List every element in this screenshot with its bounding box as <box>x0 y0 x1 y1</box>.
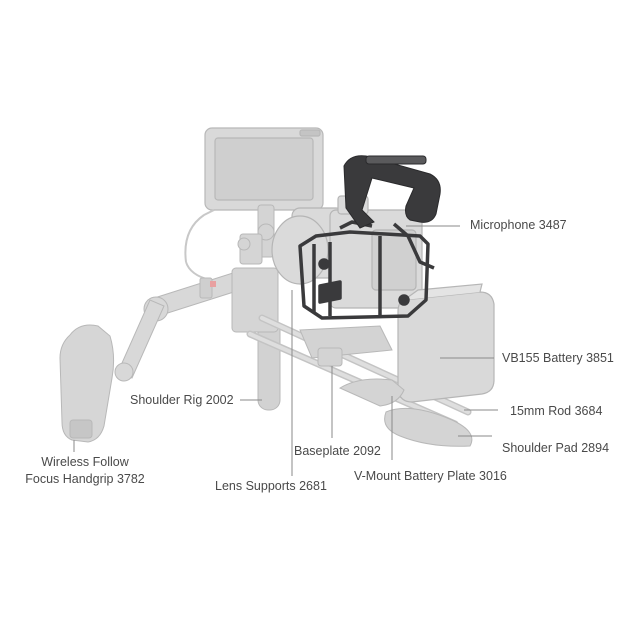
monitor <box>184 127 324 281</box>
callout-vb155-battery: VB155 Battery 3851 <box>502 351 614 365</box>
callout-handgrip-line2: Focus Handgrip 3782 <box>25 472 145 486</box>
camera-body <box>271 195 423 309</box>
vb155-battery <box>397 283 495 403</box>
callout-lens-supports: Lens Supports 2681 <box>215 479 327 493</box>
callout-microphone: Microphone 3487 <box>470 218 567 232</box>
callout-baseplate: Baseplate 2092 <box>294 444 381 458</box>
callout-shoulder-pad: Shoulder Pad 2894 <box>502 441 610 455</box>
leader-lines <box>73 225 498 476</box>
top-handle <box>343 155 441 229</box>
baseplate <box>299 325 393 367</box>
callout-vmount-plate: V-Mount Battery Plate 3016 <box>354 469 507 483</box>
callout-15mm-rod: 15mm Rod 3684 <box>510 404 603 418</box>
callout-handgrip-line1: Wireless Follow <box>41 455 129 469</box>
lens-supports <box>231 233 279 333</box>
handgrip <box>59 324 115 443</box>
camera-cage <box>298 220 435 320</box>
callout-handgrip: Wireless Follow Focus Handgrip 3782 <box>20 454 150 488</box>
shoulder-rig-arm <box>114 271 241 382</box>
callout-shoulder-rig: Shoulder Rig 2002 <box>130 393 234 407</box>
